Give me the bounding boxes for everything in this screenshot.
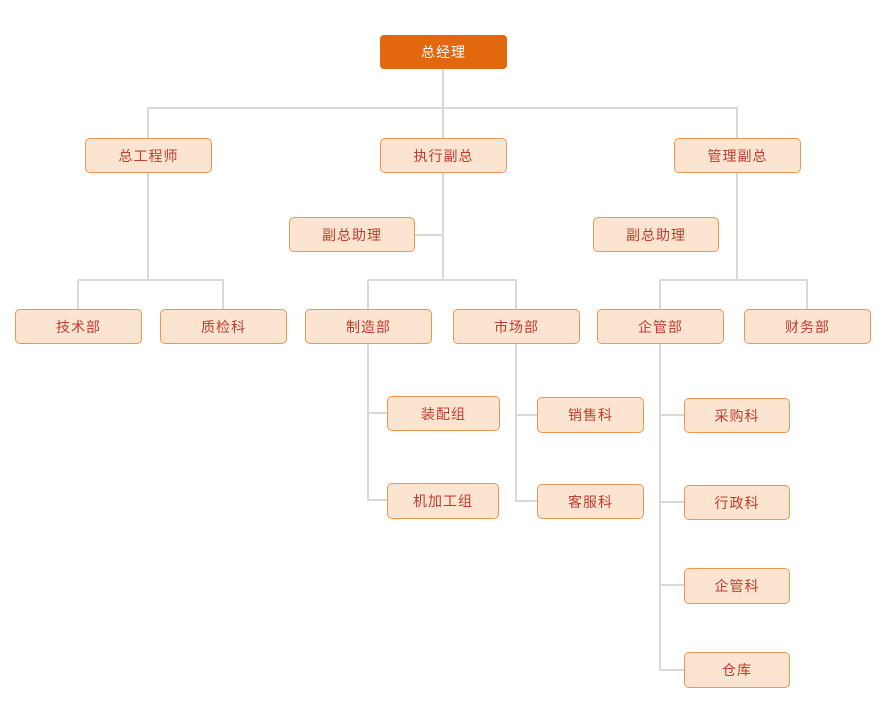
connector-entsection-link [660, 584, 684, 586]
org-node-ent-mgmt-dept[interactable]: 企管部 [597, 309, 724, 344]
org-node-assembly-group[interactable]: 装配组 [387, 396, 500, 431]
org-node-sales-section[interactable]: 销售科 [537, 397, 644, 433]
connector-stub-manufacturing [367, 280, 369, 309]
org-node-executive-vp[interactable]: 执行副总 [380, 138, 507, 173]
org-node-finance-dept[interactable]: 财务部 [744, 309, 871, 344]
connector-exec-down [442, 173, 444, 281]
connector-exec-spread [368, 279, 517, 281]
org-node-purchasing-section[interactable]: 采购科 [684, 398, 790, 433]
connector-stub-exec [442, 108, 444, 138]
connector-mgmt-down [736, 173, 738, 281]
connector-stub-qc [222, 280, 224, 309]
connector-customer-service-link [516, 500, 537, 502]
connector-machining-link [368, 499, 387, 501]
org-node-ceo[interactable]: 总经理 [380, 35, 507, 69]
org-node-vp-assistant-right[interactable]: 副总助理 [593, 217, 719, 252]
org-node-warehouse[interactable]: 仓库 [684, 652, 790, 688]
connector-chief-down [147, 173, 149, 281]
connector-assistant-left [415, 234, 443, 236]
org-node-vp-assistant-left[interactable]: 副总助理 [289, 217, 415, 252]
connector-marketing-down [515, 344, 517, 502]
org-node-tech-dept[interactable]: 技术部 [15, 309, 142, 344]
connector-mgmt-spread [660, 279, 808, 281]
connector-stub-finance [806, 280, 808, 309]
connector-stub-marketing [515, 280, 517, 309]
connector-root-down [442, 69, 444, 108]
org-node-ent-mgmt-section[interactable]: 企管科 [684, 568, 790, 604]
connector-chief-spread [78, 279, 224, 281]
org-node-marketing-dept[interactable]: 市场部 [453, 309, 580, 344]
org-node-management-vp[interactable]: 管理副总 [674, 138, 801, 173]
org-node-chief-engineer[interactable]: 总工程师 [85, 138, 212, 173]
connector-manufacturing-down [367, 344, 369, 501]
org-node-customer-service-section[interactable]: 客服科 [537, 484, 644, 519]
connector-purchasing-link [660, 414, 684, 416]
connector-admin-link [660, 501, 684, 503]
org-node-admin-section[interactable]: 行政科 [684, 485, 790, 520]
connector-stub-tech [77, 280, 79, 309]
org-node-qc-section[interactable]: 质检科 [160, 309, 287, 344]
connector-stub-chief [147, 108, 149, 138]
connector-warehouse-link [660, 669, 684, 671]
connector-stub-mgmt [736, 108, 738, 138]
connector-sales-link [516, 414, 537, 416]
connector-stub-entdept [659, 280, 661, 309]
connector-entdept-down [659, 344, 661, 671]
org-node-machining-group[interactable]: 机加工组 [387, 483, 499, 519]
connector-assembly-link [368, 412, 387, 414]
org-node-manufacturing-dept[interactable]: 制造部 [305, 309, 432, 344]
